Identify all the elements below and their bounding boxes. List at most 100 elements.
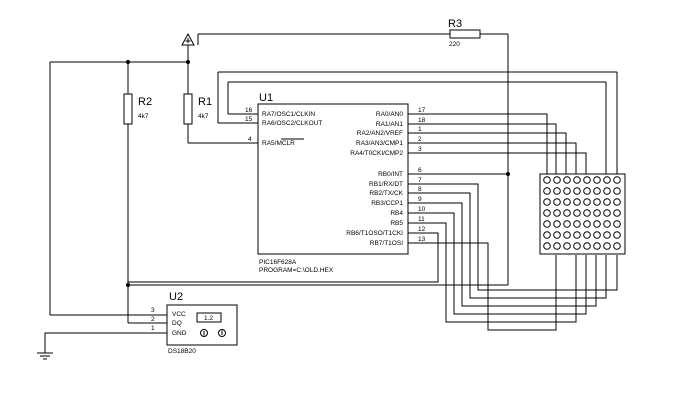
led-dot <box>613 209 621 217</box>
u2-ref: U2 <box>169 291 183 303</box>
led-dot <box>603 231 611 239</box>
led-dot <box>563 209 571 217</box>
u1-pin-name: RB5 <box>390 220 403 227</box>
u1-pin-num: 2 <box>418 136 422 143</box>
u1-program: PROGRAM=C:\OLD.HEX <box>259 267 334 274</box>
led-dot <box>613 176 621 184</box>
u2-temp-display <box>196 312 222 323</box>
u1-pin-num: 11 <box>418 216 425 223</box>
resistor-r1: R1 4k7 <box>183 93 258 144</box>
led-dot <box>573 176 581 184</box>
led-dot <box>543 231 551 239</box>
led-dot <box>593 231 601 239</box>
u1-pin-num: 7 <box>418 177 422 184</box>
r1-ref: R1 <box>198 96 212 108</box>
led-dot <box>583 187 591 195</box>
r2-ref: R2 <box>138 96 152 108</box>
led-dot <box>593 220 601 228</box>
power-rail-wires <box>49 33 510 316</box>
u1-pin-name: RA5/MCLR <box>262 140 295 147</box>
r3-ref: R3 <box>448 18 462 30</box>
u1-pin-name: RB3/CCP1 <box>371 200 403 207</box>
led-dot <box>603 176 611 184</box>
u2-pin-name: GND <box>172 330 187 337</box>
led-dot <box>573 198 581 206</box>
led-dot <box>583 242 591 250</box>
led-dot <box>553 176 561 184</box>
led-dot <box>593 198 601 206</box>
porta-wires <box>408 113 587 176</box>
u1-pin-name: RA3/AN3/CMP1 <box>356 140 403 147</box>
led-dot <box>543 242 551 250</box>
u1-ref: U1 <box>259 92 273 104</box>
u1-pin-num: 16 <box>245 107 253 114</box>
u2-pin-num: 1 <box>151 325 155 332</box>
u1-pin-name: RB6/T1OSO/T1CKI <box>346 230 403 237</box>
led-dot <box>603 209 611 217</box>
led-dot <box>603 187 611 195</box>
ground-symbol <box>37 332 145 360</box>
led-dot <box>553 187 561 195</box>
u1-pin-num: 10 <box>418 206 426 213</box>
led-dot <box>553 231 561 239</box>
u1-pin-name: RB4 <box>390 210 403 217</box>
r3-value: 220 <box>449 41 460 48</box>
led-dot <box>613 231 621 239</box>
led-dot <box>593 176 601 184</box>
u1-pin-num: 15 <box>245 116 253 123</box>
led-dot <box>553 198 561 206</box>
microcontroller-u1: U1 PIC16F628A PROGRAM=C:\OLD.HEX 16 15 4… <box>218 92 426 274</box>
led-dot <box>553 209 561 217</box>
u1-pin-name: RA0/AN0 <box>376 111 403 118</box>
led-dot <box>603 242 611 250</box>
portb-wires <box>128 173 618 331</box>
u2-temp-value: 1.2 <box>204 315 213 322</box>
r2-value: 4k7 <box>138 113 149 120</box>
led-dot <box>553 220 561 228</box>
led-dot <box>613 220 621 228</box>
led-dot <box>553 242 561 250</box>
r1-value: 4k7 <box>198 113 209 120</box>
led-dot <box>583 231 591 239</box>
led-dot <box>593 187 601 195</box>
u1-part: PIC16F628A <box>259 259 297 266</box>
u1-pin-num: 17 <box>418 107 426 114</box>
led-dot <box>563 242 571 250</box>
u1-pin-num: 8 <box>418 186 422 193</box>
u1-pin-name: RA2/AN2/VREF <box>357 130 403 137</box>
u1-pin-num: 1 <box>418 126 422 133</box>
power-terminal <box>181 32 195 46</box>
sensor-u2: U2 DS18B20 VCC DQ GND 3 2 1 1.2 <box>145 291 238 355</box>
led-dot <box>613 198 621 206</box>
u1-pin-name: RB0/INT <box>378 171 403 178</box>
u1-pin-num: 9 <box>418 196 422 203</box>
u2-down-icon <box>200 329 208 337</box>
led-dot <box>573 220 581 228</box>
u1-pin-num: 18 <box>418 117 426 124</box>
led-dot <box>613 242 621 250</box>
led-dot <box>563 220 571 228</box>
u2-pin-num: 3 <box>151 307 155 314</box>
led-dot <box>583 220 591 228</box>
led-dot <box>543 209 551 217</box>
led-dot <box>613 187 621 195</box>
u1-pin-name: RB2/TX/CK <box>369 190 403 197</box>
u1-pin-name: RA1/AN1 <box>376 121 403 128</box>
led-dot <box>573 242 581 250</box>
led-dot <box>603 220 611 228</box>
u1-pin-num: 6 <box>418 167 422 174</box>
led-dot <box>543 198 551 206</box>
u1-pin-num: 13 <box>418 236 426 243</box>
led-dot <box>583 176 591 184</box>
led-dot <box>573 231 581 239</box>
u1-pin-name: RA6/OSC2/CLKOUT <box>262 120 322 127</box>
led-dot <box>543 187 551 195</box>
led-dot <box>583 198 591 206</box>
u2-pin-name: VCC <box>172 311 186 318</box>
resistor-r2: R2 4k7 <box>123 93 152 324</box>
u2-up-icon <box>218 329 226 337</box>
led-dot <box>573 209 581 217</box>
loop-wires <box>217 71 618 176</box>
u1-pin-name: RB7/T1OSI <box>370 240 403 247</box>
